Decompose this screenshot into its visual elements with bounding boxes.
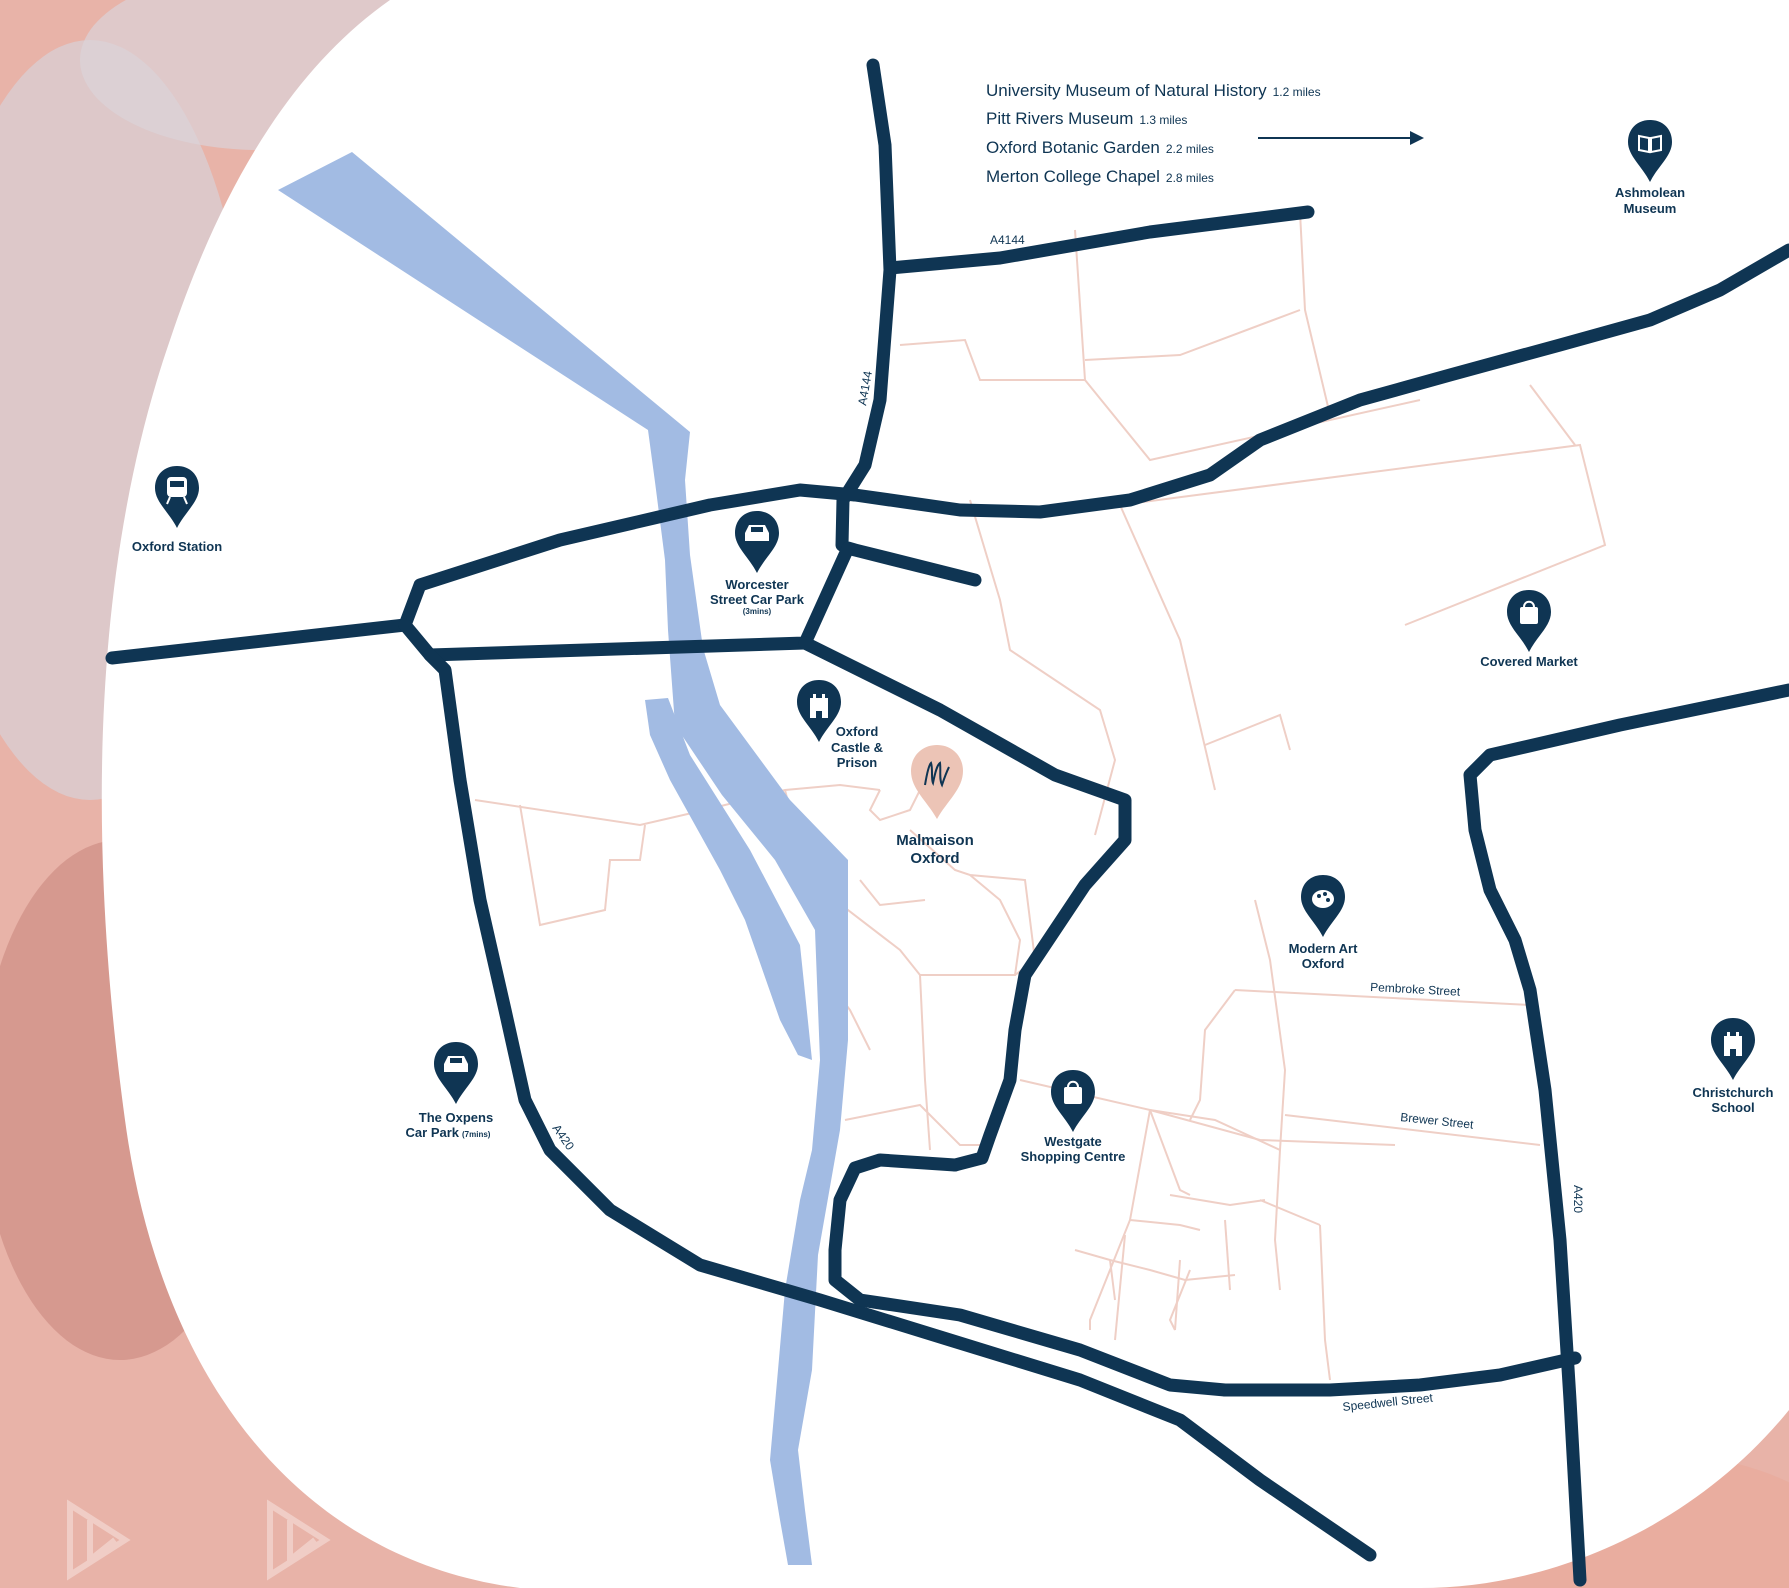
poi-label: Street Car Park xyxy=(710,592,805,607)
map-pin-icon xyxy=(155,466,199,528)
river xyxy=(278,152,848,1565)
map-pin-icon xyxy=(1711,1018,1755,1080)
poi-label: Ashmolean xyxy=(1615,185,1685,200)
book-icon xyxy=(1638,134,1662,154)
poi-label: Westgate xyxy=(1044,1134,1102,1149)
poi-label: Oxford xyxy=(1302,956,1345,971)
poi-label: Modern Art xyxy=(1289,941,1359,956)
poi-label: The Oxpens xyxy=(419,1110,493,1125)
poi-label: Worcester xyxy=(725,577,788,592)
poi-note: (3mins) xyxy=(743,607,772,616)
map-pin-icon xyxy=(1051,1070,1095,1132)
street-label-pembroke: Pembroke Street xyxy=(1370,980,1461,999)
poi-covered-market[interactable]: Covered Market xyxy=(1480,590,1578,669)
poi-ashmolean[interactable]: Ashmolean Museum xyxy=(1615,120,1685,216)
poi-label: Oxford xyxy=(836,724,879,739)
map-pin-icon xyxy=(1301,875,1345,937)
arrow-right-icon xyxy=(1258,131,1424,145)
poi-label: Castle & xyxy=(831,740,883,755)
poi-malmaison-oxford[interactable]: Malmaison Oxford xyxy=(896,745,974,867)
poi-label: Car Park(7mins) xyxy=(406,1125,491,1140)
road-label-a4144-vertical: A4144 xyxy=(855,370,875,407)
car-icon xyxy=(745,525,769,541)
poi-label: Shopping Centre xyxy=(1021,1149,1126,1164)
road-label-a420-right: A420 xyxy=(1571,1185,1585,1213)
poi-label: School xyxy=(1711,1100,1754,1115)
shopping-bag-icon xyxy=(1520,600,1538,624)
map-pin-icon xyxy=(911,745,963,819)
poi-modern-art-oxford[interactable]: Modern Art Oxford xyxy=(1289,875,1359,971)
road-label-a4144-top: A4144 xyxy=(990,233,1025,247)
map-pin-icon xyxy=(735,511,779,573)
poi-label: Prison xyxy=(837,755,878,770)
palette-icon xyxy=(1312,890,1334,908)
poi-oxford-castle[interactable]: Oxford Castle & Prison xyxy=(797,680,883,770)
map-pin-icon xyxy=(797,680,841,742)
poi-label: Covered Market xyxy=(1480,654,1578,669)
castle-icon xyxy=(1724,1032,1742,1056)
watermark-arrows xyxy=(67,1499,331,1581)
train-icon xyxy=(166,477,188,505)
map-pin-icon xyxy=(1628,120,1672,182)
poi-worcester-car-park[interactable]: Worcester Street Car Park (3mins) xyxy=(710,511,805,616)
poi-label: Malmaison xyxy=(896,832,974,849)
main-roads xyxy=(105,58,1789,1587)
poi-label: Oxford Station xyxy=(132,539,222,554)
poi-oxpens-car-park[interactable]: The Oxpens Car Park(7mins) xyxy=(406,1042,494,1140)
shopping-bag-icon xyxy=(1064,1080,1082,1104)
poi-westgate[interactable]: Westgate Shopping Centre xyxy=(1021,1070,1126,1164)
malmaison-logo-icon xyxy=(924,761,950,788)
map-pin-icon xyxy=(434,1042,478,1104)
castle-icon xyxy=(810,694,828,718)
map-pin-icon xyxy=(1507,590,1551,652)
poi-label: Museum xyxy=(1624,201,1677,216)
poi-label: Oxford xyxy=(910,850,959,867)
poi-oxford-station[interactable]: Oxford Station xyxy=(132,466,222,554)
car-icon xyxy=(444,1056,468,1072)
poi-label: Christchurch xyxy=(1693,1085,1774,1100)
poi-christchurch-school[interactable]: Christchurch School xyxy=(1693,1018,1774,1115)
